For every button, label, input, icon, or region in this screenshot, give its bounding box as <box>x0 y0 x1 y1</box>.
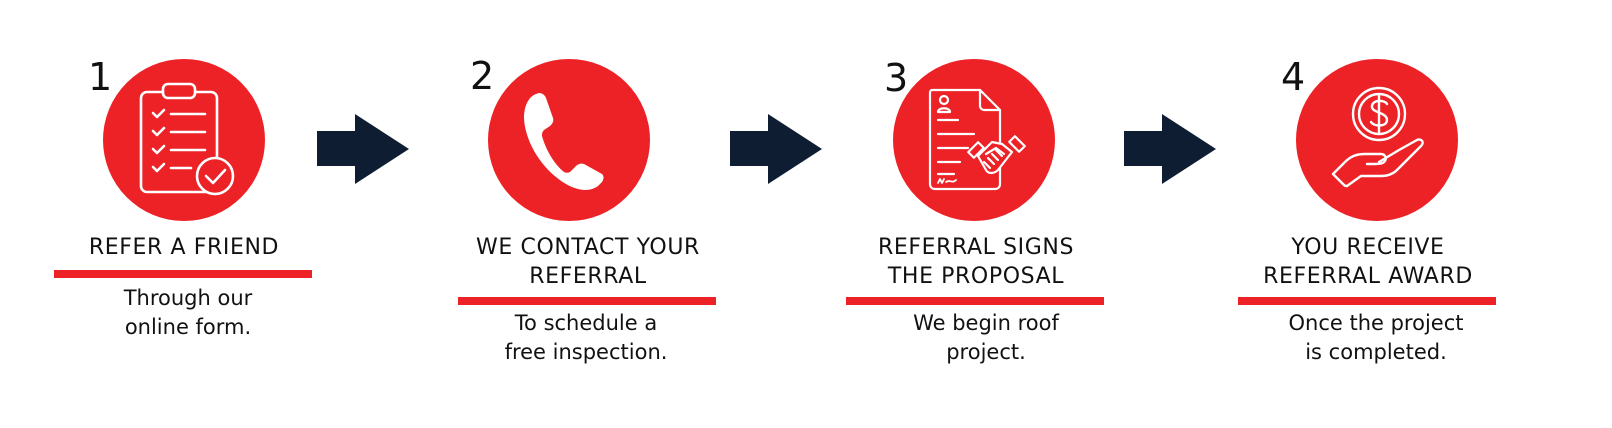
phone-icon <box>524 93 604 190</box>
red-divider-bar <box>1238 297 1496 305</box>
clipboard-checklist-icon <box>139 82 235 196</box>
step-description: To schedule a free inspection. <box>456 309 716 367</box>
step-title: REFERRAL SIGNS THE PROPOSAL <box>846 233 1106 291</box>
step-title-line: REFERRAL AWARD <box>1263 264 1473 289</box>
arrow-right-icon <box>730 114 822 184</box>
contract-handshake-icon <box>928 88 1026 191</box>
step-1: 1 REFER A FRIEND Through our online form… <box>54 0 314 428</box>
step-icon-circle <box>893 59 1055 221</box>
step-number: 1 <box>88 55 113 99</box>
step-description: Through our online form. <box>58 284 318 342</box>
step-title-line: WE CONTACT YOUR <box>476 235 700 260</box>
step-desc-line: free inspection. <box>504 340 668 364</box>
step-title-line: THE PROPOSAL <box>887 264 1065 289</box>
red-divider-bar <box>846 297 1104 305</box>
step-4: 4 YOU RECEIVE REFERRAL AWARD Once the pr… <box>1238 0 1498 428</box>
step-title-line: YOU RECEIVE <box>1291 235 1445 260</box>
step-desc-line: Once the project <box>1288 311 1464 335</box>
step-desc-line: To schedule a <box>514 311 658 335</box>
step-description: We begin roof project. <box>856 309 1116 367</box>
step-icon-circle <box>103 59 265 221</box>
step-title-line: REFER A FRIEND <box>88 235 280 260</box>
step-number: 3 <box>884 56 909 100</box>
step-description: Once the project is completed. <box>1246 309 1506 367</box>
step-desc-line: We begin roof <box>913 311 1059 335</box>
step-title-line: REFERRAL <box>529 264 647 289</box>
step-icon-circle <box>488 59 650 221</box>
step-desc-line: project. <box>946 340 1026 364</box>
step-icon-circle <box>1296 59 1458 221</box>
step-desc-line: is completed. <box>1305 340 1447 364</box>
step-title: YOU RECEIVE REFERRAL AWARD <box>1238 233 1498 291</box>
step-desc-line: Through our <box>123 286 253 310</box>
step-number: 2 <box>470 54 495 98</box>
step-title-line: REFERRAL SIGNS <box>877 235 1075 260</box>
red-divider-bar <box>54 270 312 278</box>
step-3: 3 REFERRAL SIGNS THE PROPOSAL W <box>846 0 1106 428</box>
step-2: 2 WE CONTACT YOUR REFERRAL To schedule a… <box>458 0 718 428</box>
step-number: 4 <box>1281 55 1306 99</box>
step-title: WE CONTACT YOUR REFERRAL <box>458 233 718 291</box>
step-title: REFER A FRIEND <box>54 233 314 262</box>
hand-coin-dollar-icon <box>1331 86 1424 188</box>
step-desc-line: online form. <box>124 315 252 339</box>
red-divider-bar <box>458 297 716 305</box>
arrow-right-icon <box>1124 114 1216 184</box>
arrow-right-icon <box>317 114 409 184</box>
